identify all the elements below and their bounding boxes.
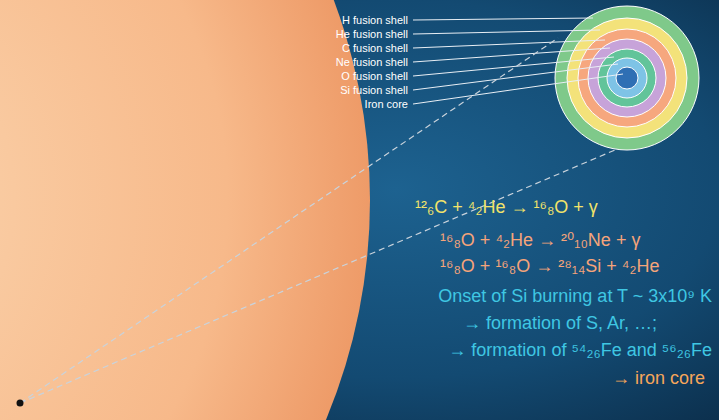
shell-label: H fusion shell	[342, 14, 408, 27]
leader-line	[413, 18, 593, 20]
h-shell-ring	[555, 6, 699, 150]
shell-label: C fusion shell	[342, 42, 408, 55]
leader-line	[413, 74, 623, 104]
reaction-equation: ¹⁶₈O + ¹⁶₈O → ²⁸₁₄Si + ⁴₂He	[440, 256, 660, 277]
star-core-dot	[17, 400, 24, 407]
iron-core-note: → iron core	[612, 368, 705, 389]
reaction-equation: ¹⁶₈O + ⁴₂He → ²⁰₁₀Ne + γ	[440, 230, 640, 251]
shell-label: Si fusion shell	[340, 84, 408, 97]
leader-line	[413, 40, 605, 48]
shell-label: Ne fusion shell	[336, 56, 408, 69]
formation-note: → formation of ⁵⁴₂₆Fe and ⁵⁶₂₆Fe	[448, 340, 712, 361]
shell-label: O fusion shell	[341, 70, 408, 83]
formation-note: → formation of S, Ar, …;	[463, 313, 657, 334]
ne-shell-ring	[588, 39, 666, 117]
leader-line	[413, 57, 614, 76]
leader-line	[413, 64, 618, 90]
shell-rings	[555, 6, 699, 150]
zoom-line	[20, 150, 615, 403]
iron-core-disk	[616, 67, 638, 89]
shell-label: He fusion shell	[336, 28, 408, 41]
star-disk	[0, 0, 370, 420]
shell-label: Iron core	[365, 98, 408, 111]
he-shell-ring	[567, 18, 687, 138]
reaction-equation: ¹²₆C + ⁴₂He → ¹⁶₈O + γ	[415, 197, 598, 218]
leader-line	[413, 30, 600, 34]
si-shell-ring	[607, 58, 647, 98]
leader-lines	[413, 18, 623, 104]
burning-note: Onset of Si burning at T ~ 3x10⁹ K	[438, 286, 712, 307]
